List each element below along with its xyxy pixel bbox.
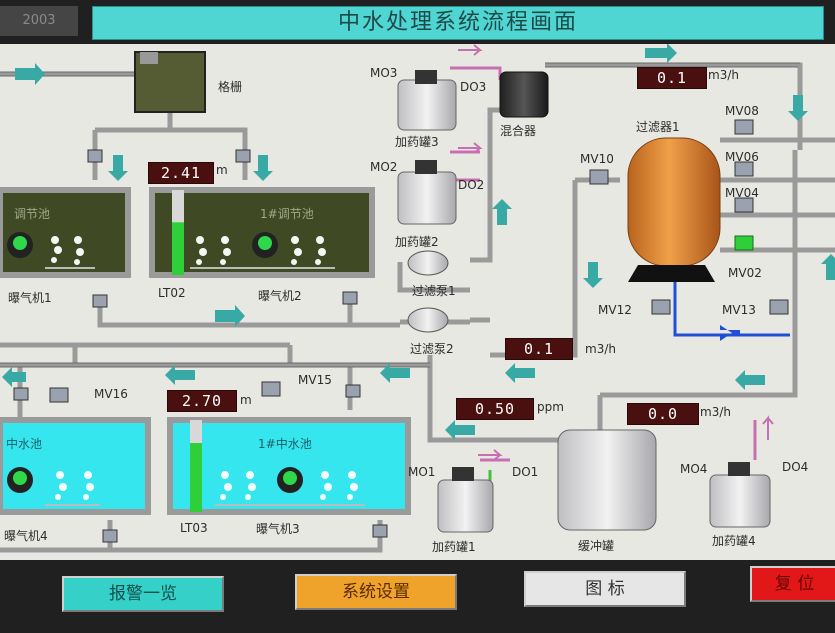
level-unit-lt02: m: [216, 163, 228, 177]
pool-left-bottom-label: 中水池: [6, 437, 43, 451]
blower1-label: 曝气机1: [8, 291, 52, 305]
pool-left-top-label: 调节池: [14, 207, 51, 221]
legend-button[interactable]: 图 标: [524, 571, 686, 607]
buffer-tank-label: 缓冲罐: [578, 539, 615, 553]
tag-do2: DO2: [458, 178, 485, 192]
flow-readout-top: 0.1: [637, 67, 707, 89]
pool-right-top-label: 1#调节池: [260, 207, 314, 221]
flow-readout-mid: 0.1: [505, 338, 573, 360]
tag-lt02: LT02: [158, 286, 186, 300]
tag-mv10: MV10: [580, 152, 614, 166]
tag-do4: DO4: [782, 460, 809, 474]
system-settings-button[interactable]: 系统设置: [295, 574, 457, 610]
level-readout-lt02: 2.41: [148, 162, 214, 184]
flow-unit-mid: m3/h: [585, 342, 616, 356]
dosing-tank2-label: 加药罐2: [395, 235, 439, 249]
tag-mv12: MV12: [598, 303, 632, 317]
tag-mo2: MO2: [370, 160, 398, 174]
flow-unit-top: m3/h: [708, 68, 739, 82]
reset-button[interactable]: 复 位: [750, 566, 835, 602]
tag-mv08: MV08: [725, 104, 759, 118]
tag-mv16: MV16: [94, 387, 128, 401]
mixer-label: 混合器: [500, 124, 537, 138]
pump2-label: 过滤泵2: [410, 342, 454, 356]
tag-lt03: LT03: [180, 521, 208, 535]
dosing-tank1-label: 加药罐1: [432, 540, 476, 554]
tag-do1: DO1: [512, 465, 539, 479]
tag-mv02: MV02: [728, 266, 762, 280]
blower2-label: 曝气机2: [258, 289, 302, 303]
alarm-list-button[interactable]: 报警一览: [62, 576, 224, 612]
tag-mv04: MV04: [725, 186, 759, 200]
blower3-label: 曝气机3: [256, 522, 300, 536]
filter-label: 过滤器1: [636, 120, 680, 134]
pool-right-bottom-label: 1#中水池: [258, 437, 312, 451]
screen-label: 格栅: [218, 80, 243, 94]
pump1-label: 过滤泵1: [412, 284, 456, 298]
tag-mo4: MO4: [680, 462, 708, 476]
flow-unit-right: m3/h: [700, 405, 731, 419]
dosing-tank4-label: 加药罐4: [712, 534, 756, 548]
level-unit-lt03: m: [240, 393, 252, 407]
blower4-label: 曝气机4: [4, 529, 48, 543]
tag-do3: DO3: [460, 80, 487, 94]
conc-readout: 0.50: [456, 398, 534, 420]
level-readout-lt03: 2.70: [167, 390, 237, 412]
tag-mv13: MV13: [722, 303, 756, 317]
dosing-tank3-label: 加药罐3: [395, 135, 439, 149]
screen-title: 中水处理系统流程画面: [92, 6, 824, 40]
tag-mo3: MO3: [370, 66, 398, 80]
tag-mv06: MV06: [725, 150, 759, 164]
tag-mv15: MV15: [298, 373, 332, 387]
flow-readout-right: 0.0: [627, 403, 699, 425]
conc-unit: ppm: [537, 400, 564, 414]
corner-indicator: 2003: [0, 6, 78, 36]
tag-mo1: MO1: [408, 465, 436, 479]
